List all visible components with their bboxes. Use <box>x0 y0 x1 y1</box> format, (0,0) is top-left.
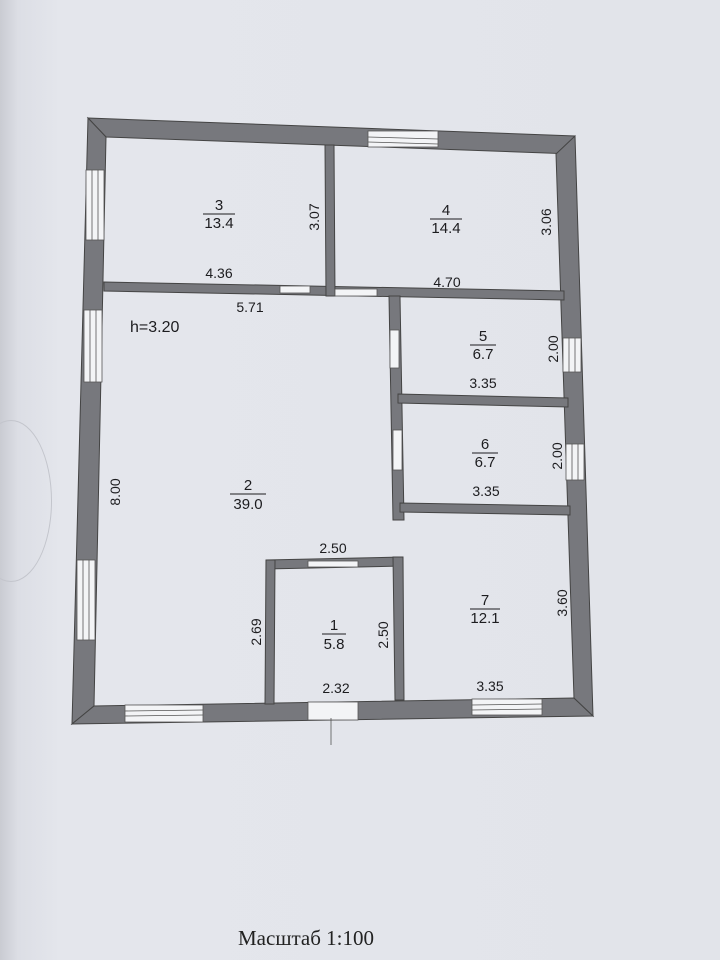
wall-5-6 <box>397 393 569 408</box>
window-left-room3 <box>85 169 105 241</box>
dim-room3-height: 3.07 <box>306 203 322 230</box>
room-labels: 3 13.4 4 14.4 5 6.7 6 6.7 2 39.0 1 5.8 7… <box>203 197 500 653</box>
room-2-number: 2 <box>244 477 252 494</box>
scale-label: Масштаб 1:100 <box>238 926 375 950</box>
window-bottom-right <box>471 698 543 716</box>
room-4-number: 4 <box>442 202 450 219</box>
interior-openings <box>279 285 403 568</box>
dim-room6-height: 2.00 <box>549 442 565 469</box>
wall-3-4 <box>324 144 336 297</box>
dim-corridor-width: 5.71 <box>236 299 263 315</box>
room-2-area: 39.0 <box>233 496 262 513</box>
outer-walls <box>70 116 595 726</box>
interior-walls <box>103 144 571 705</box>
room-6-area: 6.7 <box>475 454 496 471</box>
room-3-number: 3 <box>215 197 223 214</box>
room-3-area: 13.4 <box>204 215 233 232</box>
dim-room5-width: 3.35 <box>469 375 496 391</box>
dim-room6-width: 3.35 <box>472 483 499 499</box>
wall-6-7 <box>399 502 571 516</box>
dim-room5-height: 2.00 <box>545 335 561 362</box>
dim-room1-top: 2.50 <box>319 540 346 556</box>
dim-room1-bottom: 2.32 <box>322 680 349 696</box>
room-6-number: 6 <box>481 436 489 453</box>
window-left-upper <box>83 309 103 383</box>
window-bottom-left <box>124 704 204 723</box>
dim-room2-step: 2.69 <box>248 618 264 645</box>
ceiling-height-label: h=3.20 <box>130 319 179 336</box>
dim-room3-width: 4.36 <box>205 265 232 281</box>
wall-room1-right <box>392 556 405 701</box>
room-7-number: 7 <box>481 592 489 609</box>
room-1-area: 5.8 <box>324 636 345 653</box>
window-right-room5 <box>562 337 582 373</box>
dimension-labels: 4.36 3.07 4.70 3.06 5.71 3.35 2.00 3.35 … <box>107 203 570 696</box>
room-7-area: 12.1 <box>470 610 499 627</box>
room-5-area: 6.7 <box>473 346 494 363</box>
windows <box>76 130 585 745</box>
window-left-lower <box>76 559 96 641</box>
dim-room7-height: 3.60 <box>554 589 570 616</box>
dim-room4-width: 4.70 <box>433 274 460 290</box>
room-5-number: 5 <box>479 328 487 345</box>
dim-room7-width: 3.35 <box>476 678 503 694</box>
wall-room1-left <box>264 559 276 705</box>
dim-room4-height: 3.06 <box>538 208 554 235</box>
dim-room1-right: 2.50 <box>375 621 391 648</box>
window-right-room6 <box>565 443 585 481</box>
wall-right <box>555 134 594 718</box>
room-4-area: 14.4 <box>431 220 460 237</box>
entrance-door <box>307 701 359 745</box>
window-top <box>367 130 439 148</box>
room-1-number: 1 <box>330 617 338 634</box>
dim-room2-height: 8.00 <box>107 478 123 505</box>
